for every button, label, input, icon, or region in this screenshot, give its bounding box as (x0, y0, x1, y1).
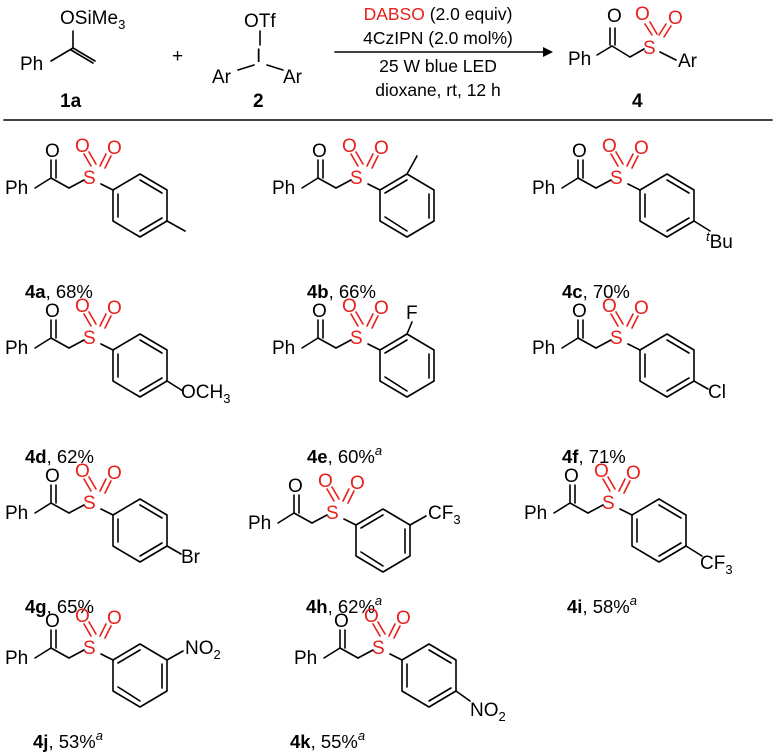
compound-label-4b: 4b, 66% (307, 281, 376, 302)
aryl-right-label: Ar (283, 67, 303, 88)
triflate-label: OTf (244, 11, 276, 32)
compound-label-4f: 4f, 71% (562, 446, 626, 467)
conditions-reagent: DABSO (2.0 equiv) (364, 4, 513, 24)
compound-id-2: 2 (253, 91, 264, 112)
conditions-light: 25 W blue LED (379, 56, 497, 76)
trifluoromethyl-label: CF3 (428, 503, 461, 527)
bromo-label: Br (181, 547, 201, 568)
product-4: O S O O Ar Ph 4 (568, 4, 698, 112)
iodine-label: I (256, 46, 261, 67)
compound-4h: CF3 4h, 62%a (247, 470, 461, 617)
compound-4b: 4b, 66% (271, 135, 435, 302)
plus-sign: + (172, 46, 183, 67)
compound-4e: F 4e, 60%a (271, 295, 435, 467)
compound-label-4c: 4c, 70% (562, 281, 630, 302)
compound-4i: CF3 4i, 58%a (523, 460, 733, 617)
carbonyl-o: O (607, 6, 622, 27)
conditions-catalyst: 4CzIPN (2.0 mol%) (363, 28, 513, 48)
reactant-1a: OSiMe3 Ph 1a (20, 8, 125, 112)
methoxy-label: OCH3 (181, 382, 230, 406)
methyl-bond (166, 220, 186, 232)
sulfonyl-o-1: O (635, 4, 650, 25)
sulfur-label: S (643, 38, 656, 59)
compound-4c: tBu 4c, 70% (531, 135, 733, 302)
compound-label-4k: 4k, 55%a (290, 728, 365, 752)
compound-label-4j: 4j, 53%a (33, 728, 103, 752)
nitro-para-label: NO2 (470, 700, 506, 724)
compound-4f: Cl 4f, 71% (531, 295, 726, 467)
compound-4k: NO2 4k, 55%a (290, 605, 506, 752)
product-aryl-label: Ar (678, 51, 698, 72)
para-trifluoromethyl-label: CF3 (700, 553, 733, 577)
phenyl-label: Ph (20, 54, 43, 75)
fluoro-label: F (406, 303, 418, 324)
tbu-label: tBu (706, 229, 733, 253)
reactant-2: OTf I Ar Ar 2 (212, 11, 303, 112)
compound-4d: OCH3 4d, 62% (4, 295, 230, 467)
sulfonyl-o-2: O (668, 8, 683, 29)
compound-id-4: 4 (632, 91, 643, 112)
silyl-ether-label: OSiMe3 (60, 8, 125, 32)
ortho-methyl-bond (406, 155, 418, 175)
aryl-left-label: Ar (212, 67, 232, 88)
compound-id-1a: 1a (60, 91, 82, 112)
compound-label-4e: 4e, 60%a (307, 443, 382, 467)
product-phenyl-label: Ph (568, 49, 591, 70)
chloro-label: Cl (708, 382, 726, 403)
compound-4j: NO2 4j, 53%a (4, 605, 221, 752)
arrow-head (543, 47, 553, 57)
compound-4a: 4a, 68% (4, 135, 186, 302)
compound-label-4i: 4i, 58%a (567, 593, 637, 617)
compound-4g: Br 4g, 65% (4, 460, 201, 617)
nitro-meta-label: NO2 (185, 638, 221, 662)
reaction-conditions: DABSO (2.0 equiv) 4CzIPN (2.0 mol%) 25 W… (334, 4, 553, 100)
conditions-solvent: dioxane, rt, 12 h (375, 80, 501, 100)
